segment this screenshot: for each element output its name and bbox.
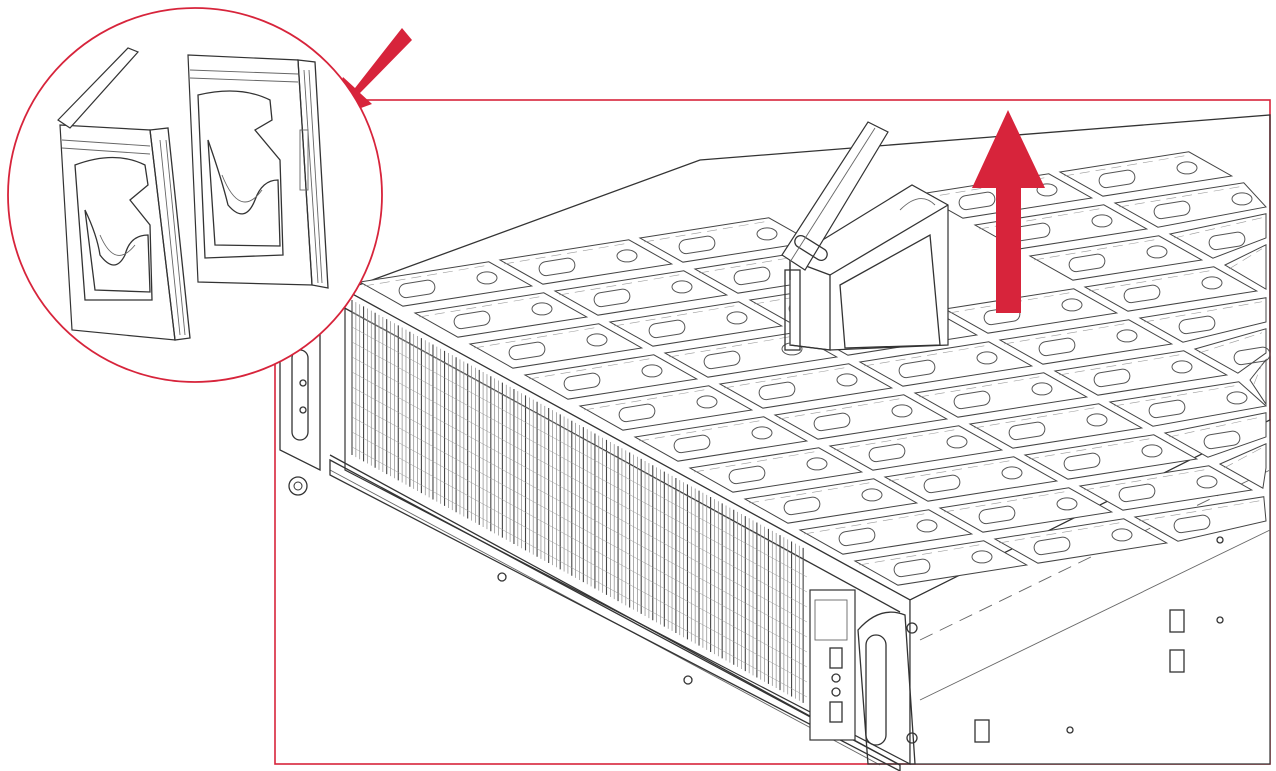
callout-drive-left: [57, 47, 191, 341]
side-panel-details: [919, 456, 1271, 743]
drive-latch-handle: [781, 121, 889, 271]
front-control-panel: [809, 589, 856, 741]
front-ventilation-grille: [351, 300, 808, 703]
lifted-hard-drive: [781, 121, 949, 351]
drive-bay-array: [358, 151, 1271, 586]
drive-carrier-detail-icon: [7, 7, 383, 383]
upward-arrow-icon: [972, 110, 1045, 313]
callout-drive-right: [187, 54, 329, 289]
rack-ear-right: [857, 611, 918, 765]
server-chassis: [279, 114, 1271, 771]
